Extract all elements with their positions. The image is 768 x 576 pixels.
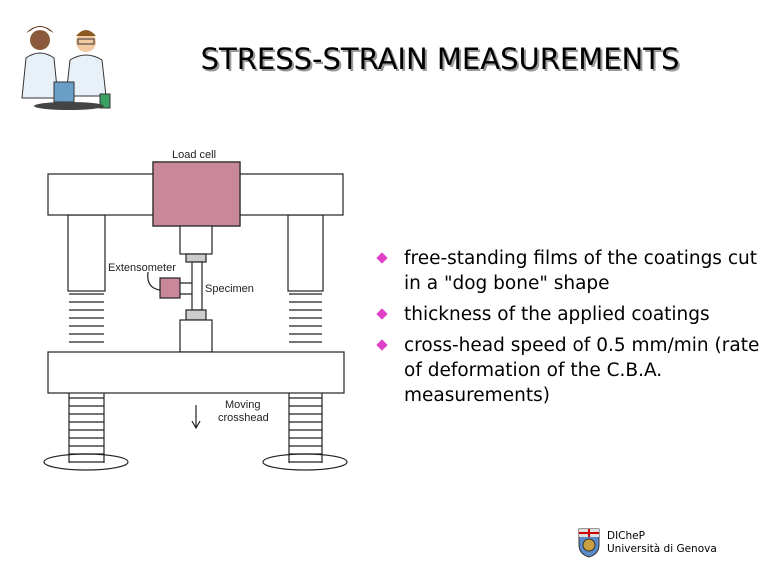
diamond-bullet-icon [376, 308, 388, 320]
bullet-item: free-standing films of the coatings cut … [376, 246, 766, 296]
upper-grip [179, 225, 213, 255]
specimen [191, 261, 203, 311]
upper-thread [185, 253, 207, 263]
scientists-clipart [21, 26, 111, 110]
department-name: DICheP [607, 530, 645, 542]
slide-title: STRESS-STRAIN MEASUREMENTS [200, 42, 680, 76]
load-cell-label: Load cell [172, 149, 216, 161]
lower-thread [185, 309, 207, 321]
down-arrow-icon [191, 405, 201, 430]
upper-left-spring [69, 293, 104, 343]
moving-crosshead [47, 351, 345, 394]
crosshead-label: crosshead [218, 412, 269, 424]
bullet-item: thickness of the applied coatings [376, 302, 766, 327]
lower-left-spring [68, 393, 105, 463]
extensometer [159, 277, 181, 299]
university-name: Università di Genova [607, 543, 717, 555]
footer-text: DICheP Università di Genova [607, 530, 717, 556]
extensometer-label: Extensometer [108, 262, 176, 274]
right-column [287, 214, 324, 292]
bullet-list: free-standing films of the coatings cut … [376, 246, 766, 414]
specimen-label: Specimen [205, 283, 254, 295]
diamond-bullet-icon [376, 252, 388, 264]
lower-grip [179, 319, 213, 353]
university-crest-logo [578, 528, 600, 558]
left-rotation-arrow [43, 453, 129, 471]
diamond-bullet-icon [376, 339, 388, 351]
left-column [67, 214, 106, 292]
upper-right-spring [289, 293, 322, 343]
bullet-item: cross-head speed of 0.5 mm/min (rate of … [376, 333, 766, 408]
moving-label: Moving [225, 399, 260, 411]
lower-right-spring [288, 393, 323, 463]
right-rotation-arrow [262, 453, 348, 471]
